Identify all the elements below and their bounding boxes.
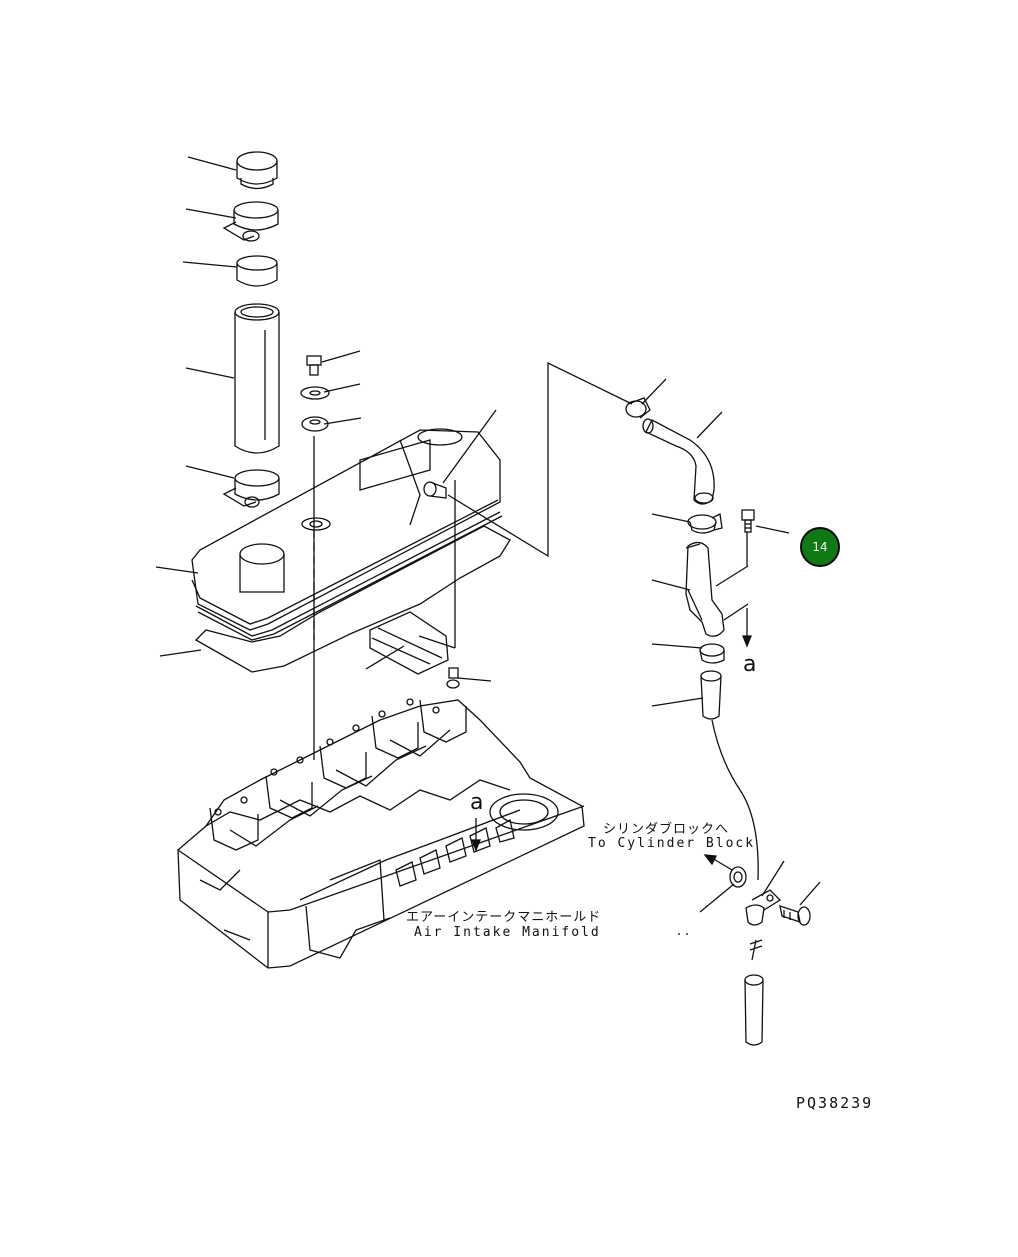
part-callout-number: 14	[812, 540, 828, 554]
tube-clip	[745, 889, 782, 926]
baffle-plate	[369, 611, 449, 675]
intake-manifold-label-jp: エアーインテークマニホールド	[406, 910, 602, 925]
baffle-screw	[446, 667, 460, 689]
ref-letter-center: a	[470, 790, 484, 815]
tube-grommet	[729, 866, 747, 888]
breather-elbow	[685, 541, 725, 637]
breather-clamp-low	[699, 643, 725, 664]
cylinder-block-label-jp: シリンダブロックへ	[603, 822, 730, 837]
cylinder-head	[177, 698, 585, 969]
breather-clamp-mid	[687, 513, 723, 534]
head-cover	[191, 428, 503, 641]
cover-bolt	[300, 355, 330, 432]
breather-tube	[700, 670, 764, 1046]
ref-letter-right: a	[743, 652, 757, 677]
hose-collar	[236, 255, 278, 287]
bracket-line	[447, 361, 633, 558]
hose-clamp-lower	[222, 469, 280, 508]
leader-lines	[155, 156, 821, 913]
breather-clamp-top	[625, 397, 651, 419]
breather-bolt	[741, 509, 755, 533]
intake-manifold-label-en: Air Intake Manifold	[414, 925, 601, 940]
part-callout-14[interactable]: 14	[800, 527, 840, 567]
oil-filler-cap	[236, 151, 278, 190]
clip-bolt	[779, 905, 811, 926]
assembly-lines	[313, 436, 752, 871]
cylinder-block-label-en: To Cylinder Block	[588, 836, 756, 851]
filler-tube	[234, 303, 280, 454]
drawing-code: PQ38239	[796, 1094, 874, 1112]
breather-hose	[642, 418, 715, 505]
head-cover-gasket	[194, 525, 511, 673]
hose-clamp-upper	[222, 201, 279, 242]
